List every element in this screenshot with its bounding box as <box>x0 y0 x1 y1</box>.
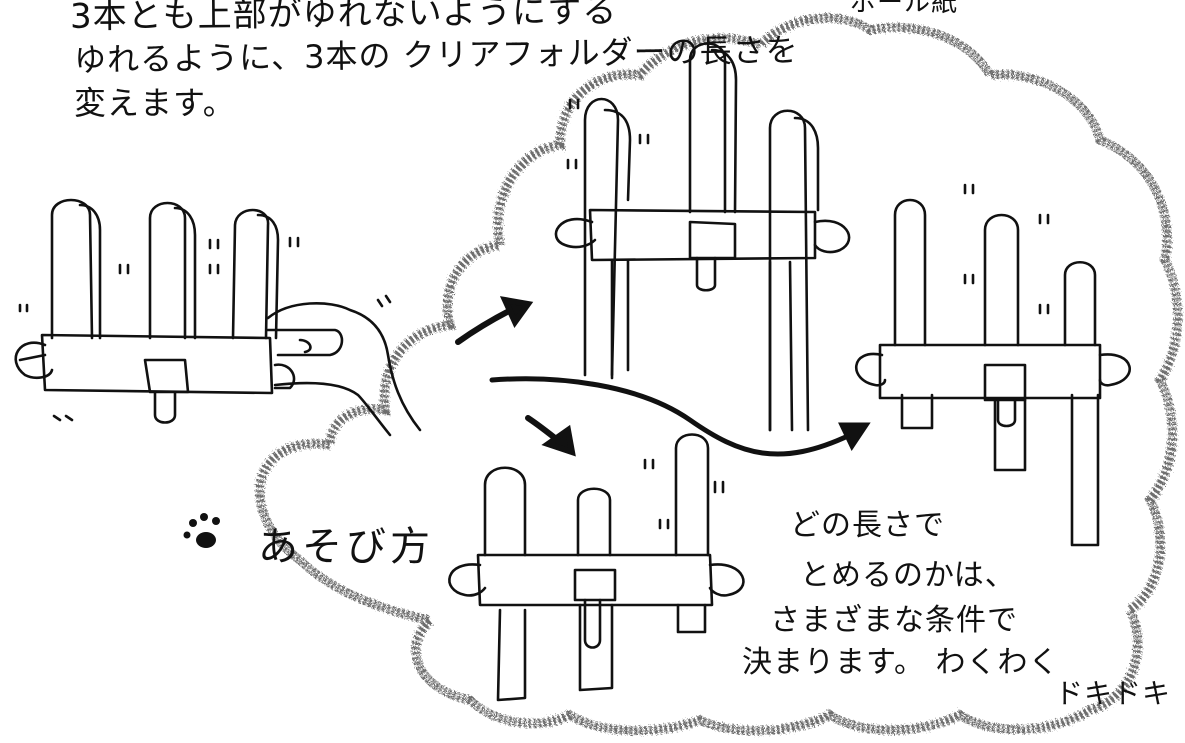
result-line-2: とめるのかは、 <box>800 558 1016 593</box>
paw-icon <box>183 513 220 548</box>
paper-toy-right <box>855 183 1131 547</box>
result-line-3: さまざまな条件で <box>770 603 1018 638</box>
arrow-to-bottom <box>525 415 576 457</box>
intro-line-3: 変えます。 <box>74 84 236 122</box>
paper-toy-top <box>554 42 851 432</box>
thought-cloud-outline <box>255 13 1183 736</box>
arrow-to-top <box>455 296 534 345</box>
result-line-1: どの長さで <box>790 508 945 543</box>
arrow-to-right <box>489 376 871 457</box>
result-line-4: 決まります。 わくわく <box>742 645 1060 680</box>
corner-label: ボール紙 <box>850 0 959 18</box>
paper-toy-left <box>14 198 422 437</box>
paper-toy-bottom <box>448 433 745 702</box>
result-line-5: ドキドキ <box>1055 677 1172 710</box>
howto-title: あそび方 <box>258 524 434 570</box>
